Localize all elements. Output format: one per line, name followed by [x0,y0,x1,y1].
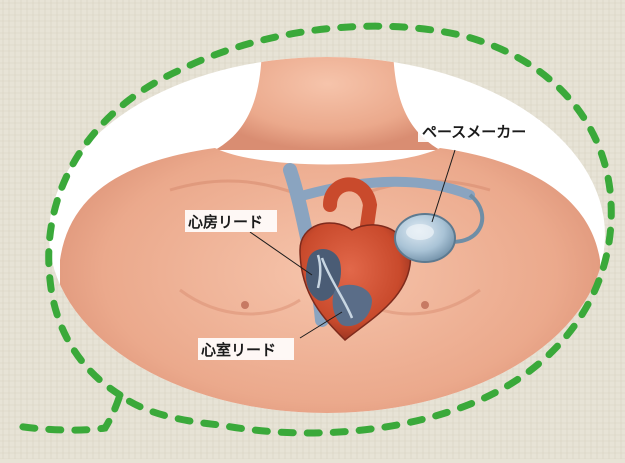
right-nipple [421,301,429,309]
left-nipple [241,301,249,309]
pacemaker-label: ペースメーカー [422,123,526,141]
atrial-lead-label: 心房リード [188,213,263,231]
ventricular-lead-label: 心室リード [201,341,276,359]
